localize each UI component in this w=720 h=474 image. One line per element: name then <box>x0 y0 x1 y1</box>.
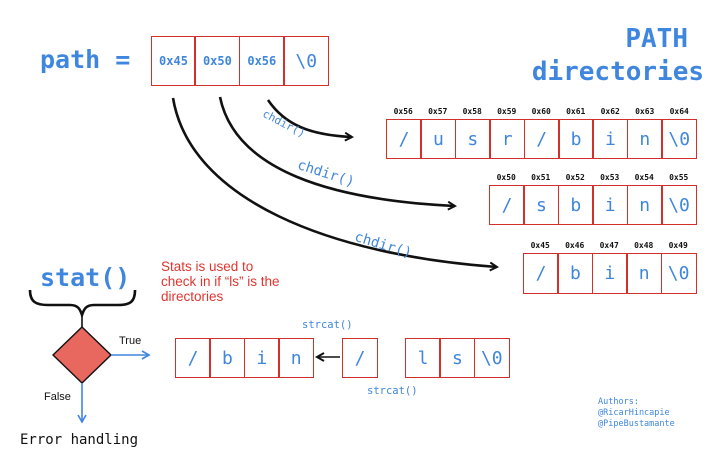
usr-bin-addresses: 0x56 0x57 0x58 0x59 0x60 0x61 0x62 0x63 … <box>386 107 697 116</box>
address-label: 0x47 <box>599 241 619 250</box>
char-cell: i <box>592 119 629 159</box>
authors-line: @PipeBustamante <box>598 419 675 429</box>
chdir-arrow-2 <box>218 96 455 206</box>
char-cell: s <box>439 338 476 378</box>
chdir-arrow-1 <box>266 99 352 137</box>
address-label: 0x53 <box>600 173 620 182</box>
address-label: 0x57 <box>428 107 448 116</box>
char-cell: n <box>626 119 663 159</box>
address-label: 0x51 <box>531 173 551 182</box>
false-label: False <box>44 391 71 403</box>
char-cell: / <box>489 185 525 225</box>
stat-label: stat() <box>40 263 131 292</box>
char-cell: n <box>626 185 663 225</box>
char-cell: i <box>591 253 628 294</box>
address-label: 0x50 <box>496 173 516 182</box>
bin-addresses: 0x45 0x46 0x47 0x48 0x49 <box>523 241 696 250</box>
path-array: 0x45 0x50 0x56 \0 <box>151 36 330 86</box>
sbin-addresses: 0x50 0x51 0x52 0x53 0x54 0x55 <box>489 173 696 182</box>
address-label: 0x62 <box>600 107 620 116</box>
title-line-1: PATH <box>625 24 688 54</box>
path-cell: 0x56 <box>238 36 285 86</box>
char-cell: i <box>592 185 629 225</box>
char-cell: \0 <box>661 185 698 225</box>
address-label: 0x52 <box>565 173 585 182</box>
char-cell: / <box>523 119 560 159</box>
path-cell: \0 <box>283 36 330 86</box>
stat-note-line: Stats is used to <box>161 259 254 274</box>
true-label: True <box>119 335 142 347</box>
char-cell: l <box>405 338 441 378</box>
title-line-2: directories <box>531 57 704 87</box>
path-cell: 0x45 <box>151 36 196 86</box>
ls-array: l s \0 <box>405 338 510 378</box>
char-cell: n <box>278 338 315 378</box>
char-cell: / <box>386 119 422 159</box>
address-label: 0x56 <box>393 107 413 116</box>
address-label: 0x60 <box>531 107 551 116</box>
char-cell: \0 <box>661 119 698 159</box>
stat-note: Stats is used to check in if “ls” is the… <box>161 259 280 304</box>
address-label: 0x48 <box>634 241 654 250</box>
char-cell: s <box>454 119 491 159</box>
char-cell: n <box>626 253 663 294</box>
address-label: 0x55 <box>669 173 689 182</box>
curly-brace <box>28 289 137 320</box>
address-label: 0x64 <box>669 107 689 116</box>
stat-note-line: check in if “ls” is the <box>161 274 280 289</box>
char-cell: / <box>342 338 378 378</box>
char-cell: \0 <box>660 253 697 294</box>
strcat-label-top: strcat() <box>302 319 353 331</box>
char-cell: / <box>175 338 211 378</box>
char-cell: \0 <box>473 338 510 378</box>
char-cell: i <box>243 338 280 378</box>
path-label: path = <box>40 45 131 74</box>
address-label: 0x49 <box>668 241 688 250</box>
address-label: 0x61 <box>566 107 586 116</box>
usr-bin-array: / u s r / b i n \0 <box>386 119 698 159</box>
char-cell: b <box>209 338 246 378</box>
error-handling-label: Error handling <box>20 432 139 448</box>
char-cell: u <box>420 119 457 159</box>
char-cell: / <box>523 253 559 294</box>
strcat-label-bottom: strcat() <box>367 385 418 397</box>
char-cell: s <box>523 185 560 225</box>
address-label: 0x63 <box>635 107 655 116</box>
char-cell: b <box>557 253 594 294</box>
chdir-arrow-3 <box>171 97 497 267</box>
bin-array: / b i n \0 <box>523 253 697 294</box>
result-array: / b i n <box>175 338 315 378</box>
address-label: 0x59 <box>497 107 517 116</box>
sbin-array: / s b i n \0 <box>489 185 698 225</box>
authors-line: Authors: <box>598 397 639 407</box>
decision-diamond <box>51 326 113 384</box>
authors-line: @RicarHincapie <box>598 408 670 418</box>
char-cell: r <box>489 119 526 159</box>
address-label: 0x46 <box>565 241 585 250</box>
path-cell: 0x50 <box>194 36 241 86</box>
char-cell: b <box>557 185 594 225</box>
slash-array: / <box>342 338 378 378</box>
address-label: 0x45 <box>530 241 550 250</box>
stat-note-line: directories <box>161 289 224 304</box>
char-cell: b <box>558 119 595 159</box>
address-label: 0x54 <box>634 173 654 182</box>
authors-block: Authors: @RicarHincapie @PipeBustamante <box>598 397 675 430</box>
address-label: 0x58 <box>462 107 482 116</box>
